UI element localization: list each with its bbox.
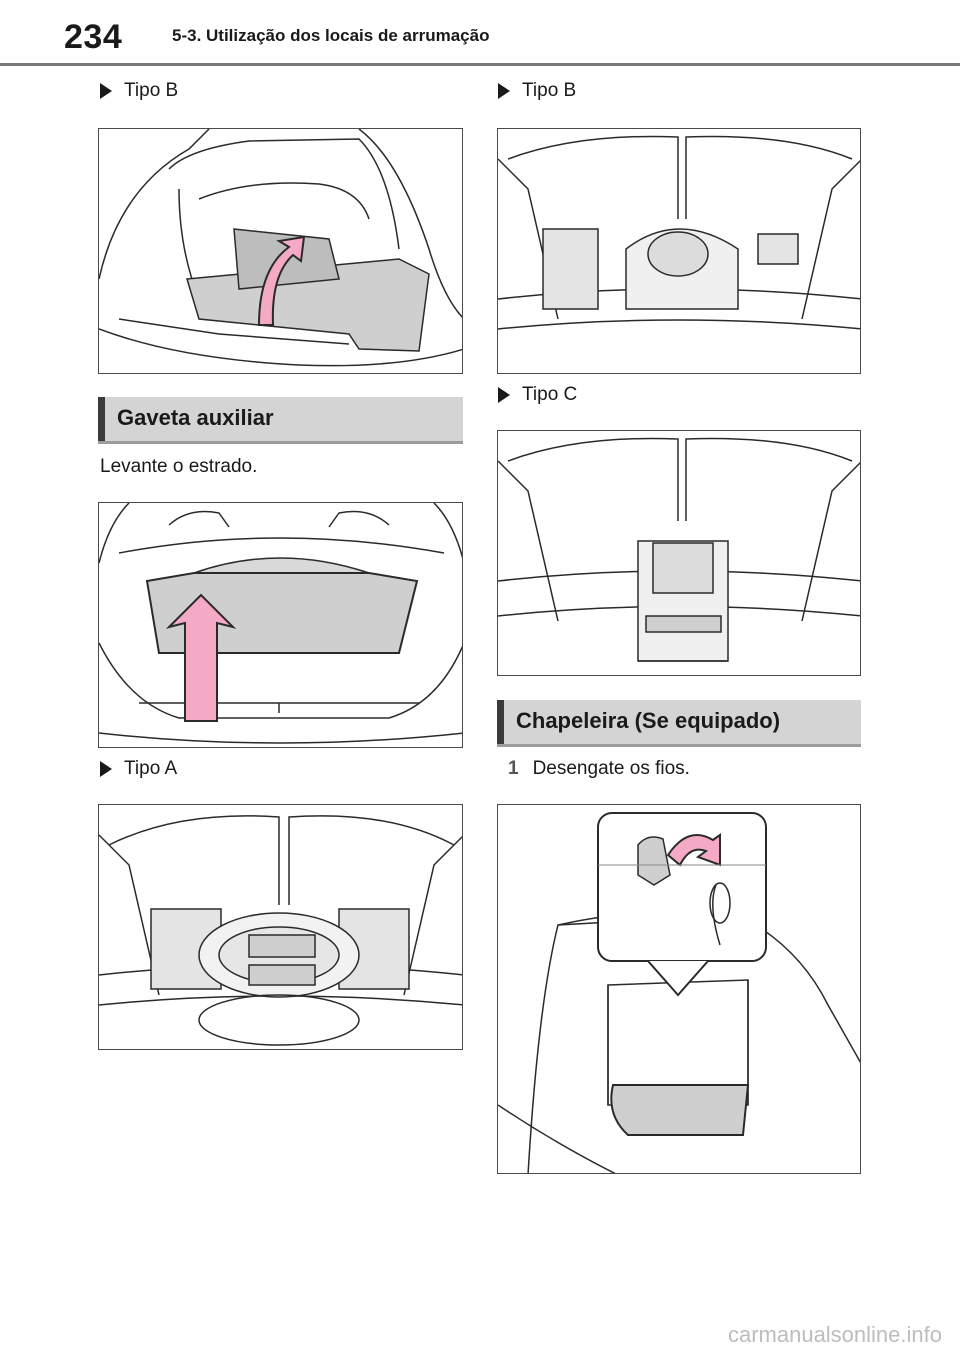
instruction-text: Levante o estrado. [100,456,258,477]
illustration-trunk-tipo-c [497,430,861,676]
label-text: Tipo C [522,384,578,405]
label-tipo-b-right: Tipo B [498,80,576,102]
illustration-lift-floor-board [98,502,463,748]
illustration-trunk-tipo-a [98,804,463,1050]
illustration-trunk-tipo-b-cover [98,128,463,374]
page-header: 234 5-3. Utilização dos locais de arruma… [0,0,960,68]
label-text: Tipo B [124,80,179,101]
section-title: Gaveta auxiliar [117,405,274,430]
step-1: 1 Desengate os fios. [508,758,690,780]
triangle-bullet-icon [100,761,112,777]
section-title: Chapeleira (Se equipado) [516,708,781,733]
triangle-bullet-icon [100,83,112,99]
illustration-disengage-strings [497,804,861,1174]
chapter-title: 5-3. Utilização dos locais de arrumação [172,26,490,45]
step-text: Desengate os fios. [532,758,690,779]
watermark: carmanualsonline.info [727,1322,942,1347]
section-header-gaveta-auxiliar: Gaveta auxiliar [98,397,463,444]
header-divider [0,63,960,66]
label-tipo-b-left: Tipo B [100,80,178,102]
triangle-bullet-icon [498,387,510,403]
label-text: Tipo B [522,80,577,101]
triangle-bullet-icon [498,83,510,99]
step-number: 1 [508,758,519,779]
illustration-trunk-tipo-b-open [497,128,861,374]
label-text: Tipo A [124,758,178,779]
label-tipo-a: Tipo A [100,758,177,780]
label-tipo-c: Tipo C [498,384,577,406]
page-number: 234 [64,18,123,56]
section-header-chapeleira: Chapeleira (Se equipado) [497,700,861,747]
